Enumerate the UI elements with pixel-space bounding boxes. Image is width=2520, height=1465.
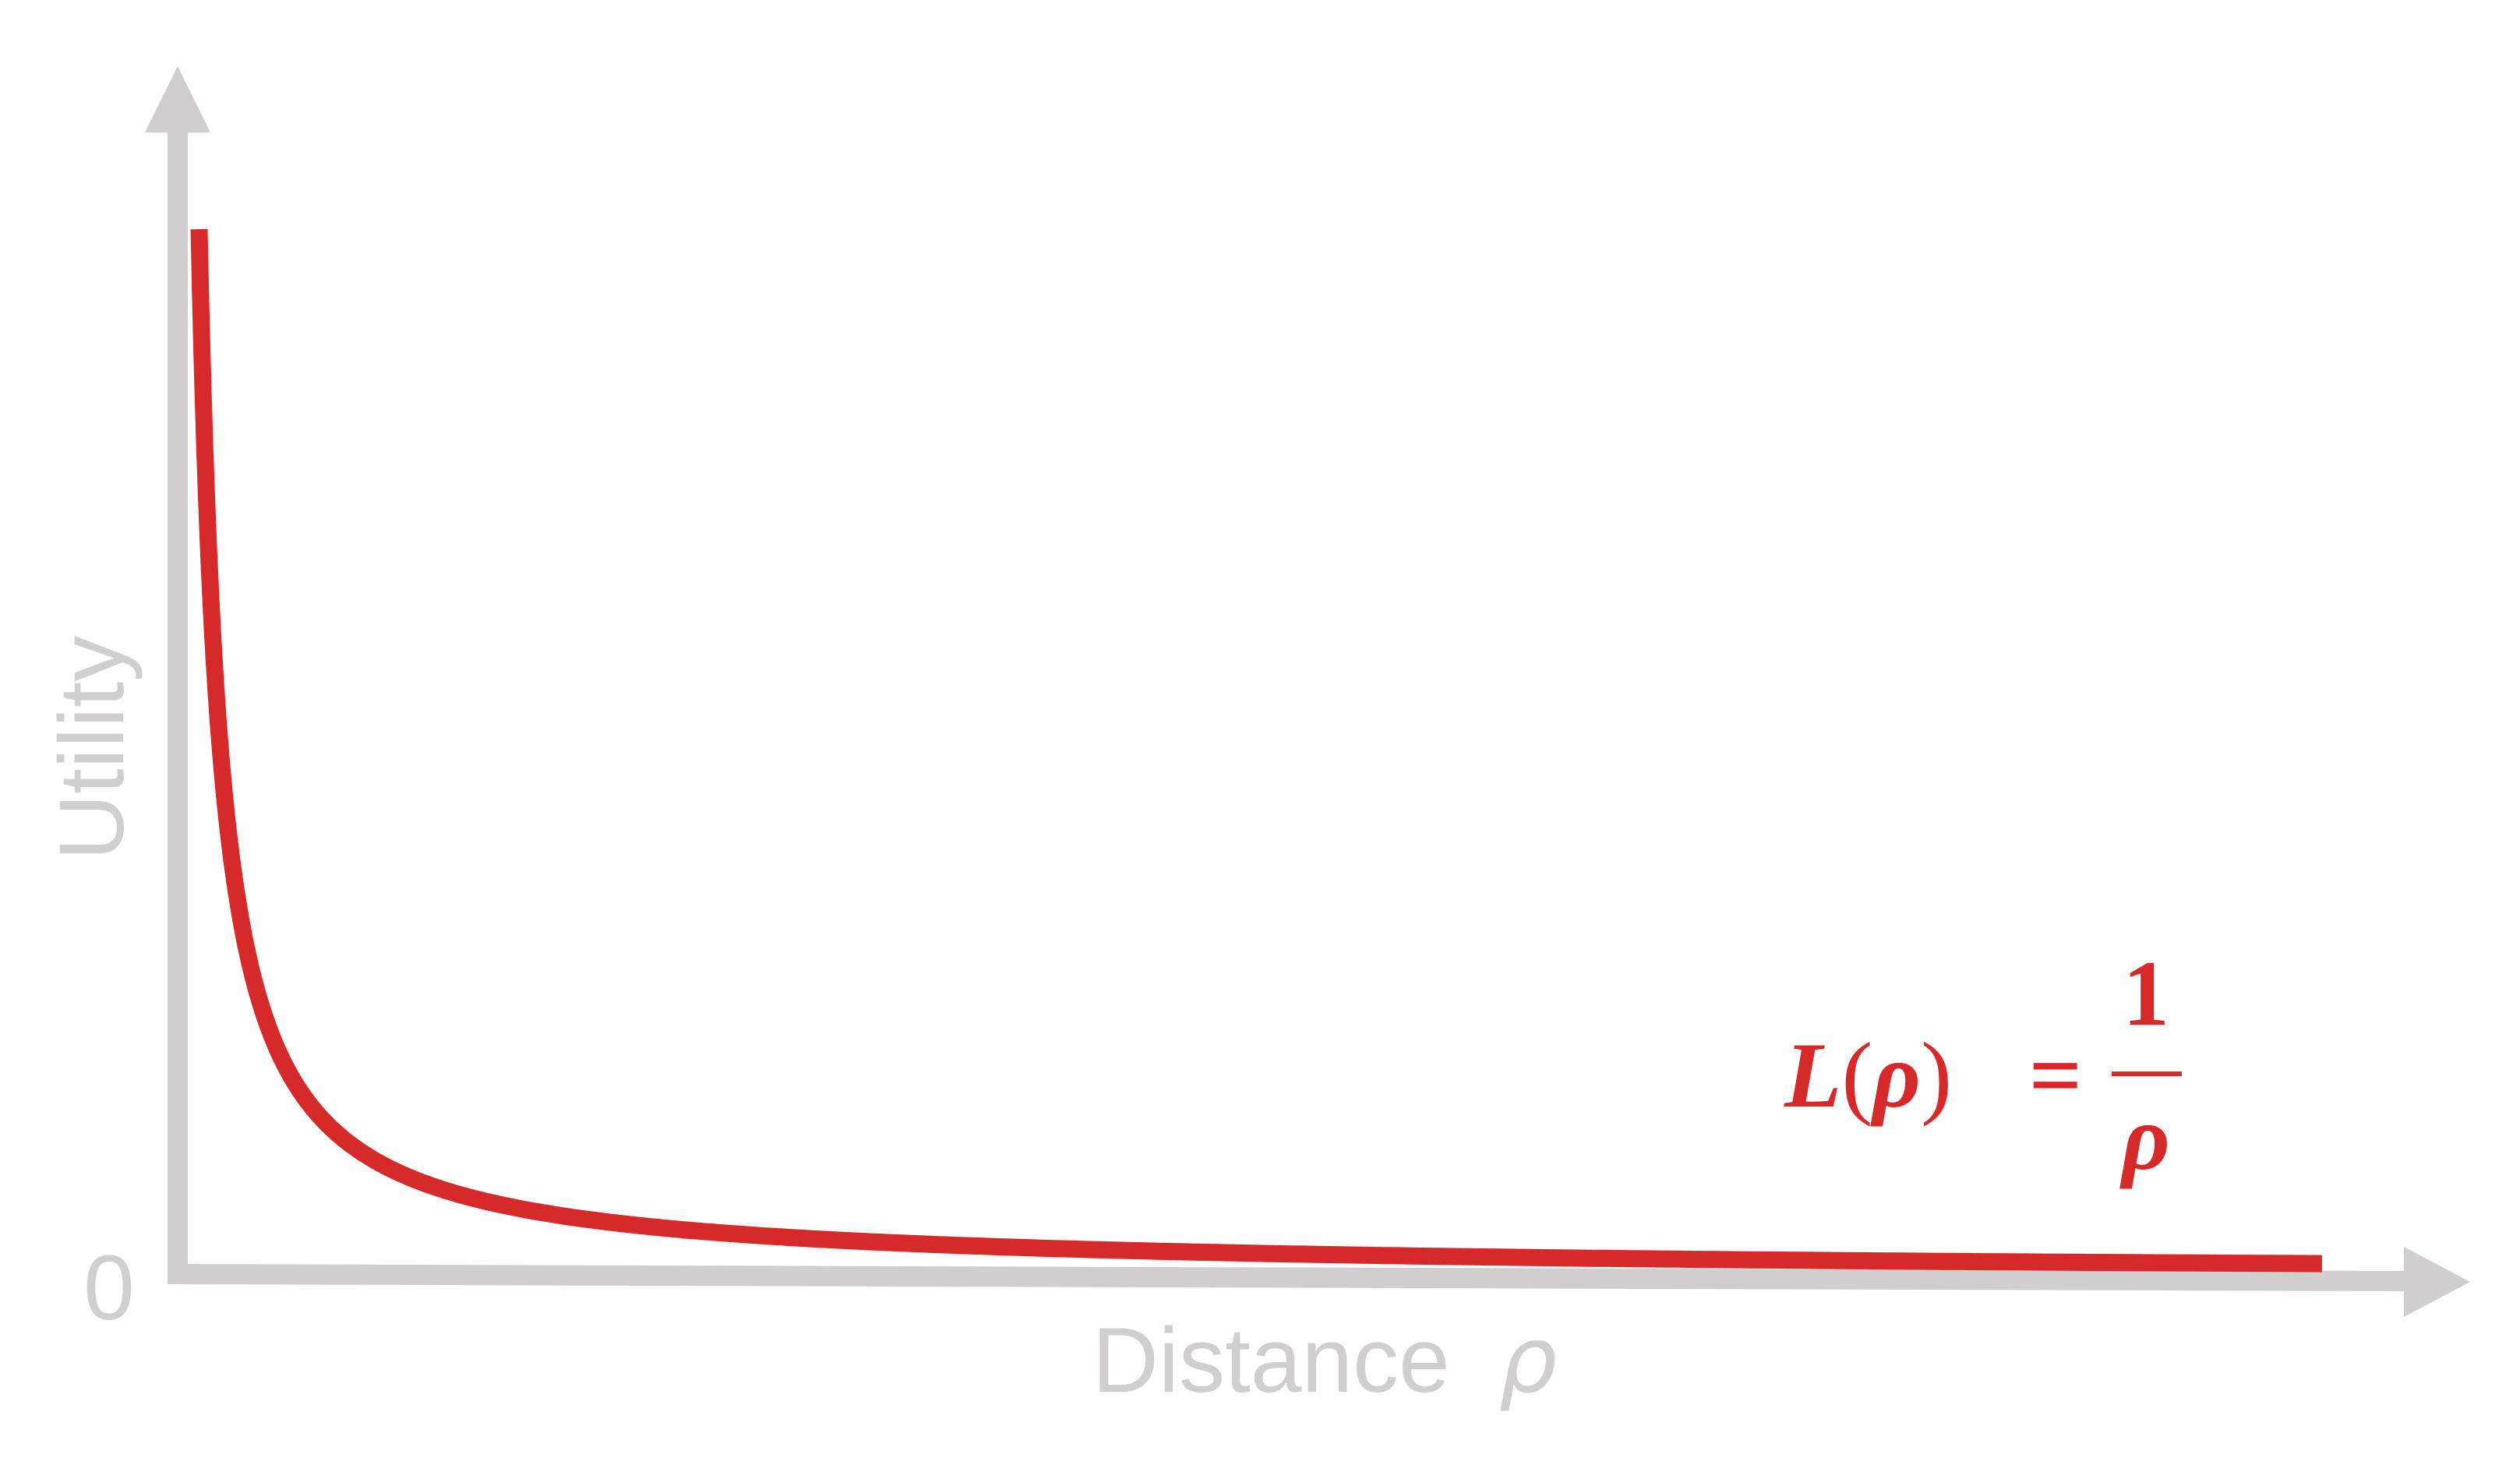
equation-denominator: ρ xyxy=(2119,1086,2170,1189)
x-axis-title-word: Distance xyxy=(1092,1309,1450,1412)
x-axis-title: Distance ρ xyxy=(1092,1306,1558,1414)
equation-lhs: L(ρ) xyxy=(1784,1023,1952,1127)
equation-numerator: 1 xyxy=(2123,941,2169,1045)
equation-equals: = xyxy=(2029,1023,2082,1127)
equation-lhs-rho: ρ xyxy=(1870,1023,1921,1127)
x-axis-arrowhead xyxy=(2404,1247,2470,1317)
y-axis-title: Utility xyxy=(41,636,143,860)
y-origin-label: 0 xyxy=(83,1237,135,1340)
x-axis-title-symbol: ρ xyxy=(1498,1306,1557,1414)
equation-lhs-close-paren: ) xyxy=(1921,1023,1952,1127)
y-axis-arrowhead xyxy=(145,66,210,132)
x-axis-line xyxy=(167,1264,2409,1291)
equation-lhs-open-paren: ( xyxy=(1841,1023,1872,1127)
equation-annotation: L(ρ) = 1 ρ xyxy=(1784,941,2182,1189)
series-line-1-over-rho xyxy=(190,228,2322,1273)
equation-lhs-L: L xyxy=(1784,1023,1841,1127)
